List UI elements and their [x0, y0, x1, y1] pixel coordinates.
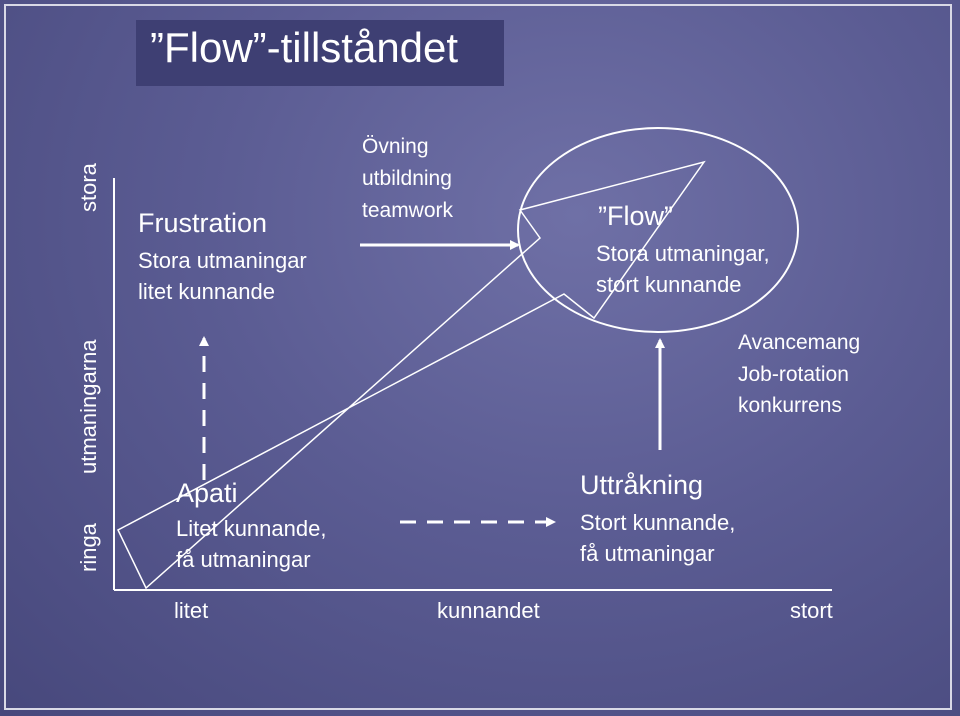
frustration-heading: Frustration — [138, 208, 268, 238]
y-axis-low-label: ringa — [76, 523, 101, 572]
slide-title: ”Flow”-tillståndet — [150, 24, 459, 71]
avancemang-line2: Job-rotation — [738, 363, 849, 386]
avancemang-line1: Avancemang — [738, 331, 861, 354]
avancemang-line3: konkurrens — [738, 394, 842, 417]
ovning-line1: Övning — [362, 135, 429, 158]
flow-heading: ”Flow” — [598, 201, 673, 231]
frustration-line1: Stora utmaningar — [138, 248, 307, 273]
ovning-line2: utbildning — [362, 167, 452, 190]
x-axis-low-label: litet — [174, 598, 209, 623]
x-axis-label: kunnandet — [437, 598, 540, 623]
flow-line2: stort kunnande — [596, 272, 742, 297]
uttrakning-heading: Uttråkning — [580, 470, 704, 500]
title-box — [136, 20, 504, 86]
x-axis-high-label: stort — [790, 598, 833, 623]
growth-arrow — [117, 160, 706, 590]
frustration-line2: litet kunnande — [138, 279, 275, 304]
y-axis-label: utmaningarna — [76, 339, 101, 474]
apati-line2: få utmaningar — [176, 547, 311, 572]
apati-line1: Litet kunnande, — [176, 516, 327, 541]
uttrakning-line1: Stort kunnande, — [580, 510, 736, 535]
ovning-line3: teamwork — [362, 199, 454, 222]
flow-circle — [517, 127, 799, 333]
apati-heading: Apati — [176, 478, 238, 508]
flow-line1: Stora utmaningar, — [596, 241, 770, 266]
y-axis-high-label: stora — [76, 163, 101, 212]
uttrakning-line2: få utmaningar — [580, 541, 715, 566]
